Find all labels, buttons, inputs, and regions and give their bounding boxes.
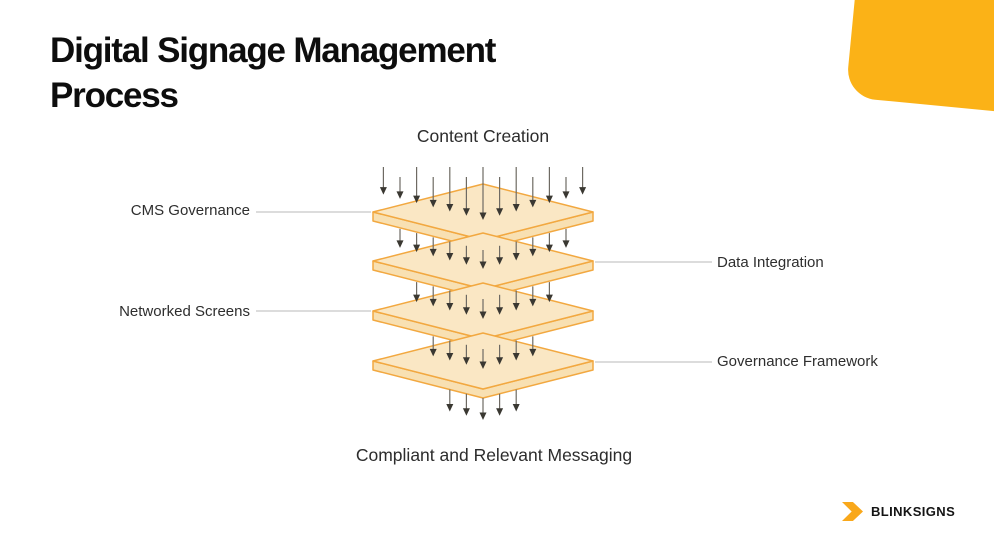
layer-label-networked-screens: Networked Screens — [119, 303, 250, 320]
layer-label-data-integration: Data Integration — [717, 254, 824, 271]
diagram-output-label: Compliant and Relevant Messaging — [355, 445, 633, 465]
diagram-input-label: Content Creation — [416, 126, 550, 146]
brand-name-text: BLINKSIGNS — [871, 504, 956, 519]
chevron-right-icon — [842, 502, 863, 521]
layer-label-governance-framework: Governance Framework — [717, 353, 878, 370]
brand-logo: BLINKSIGNS — [842, 502, 955, 521]
layer-label-cms-governance: CMS Governance — [130, 202, 250, 219]
page-title: Digital Signage Management Process — [50, 31, 496, 115]
